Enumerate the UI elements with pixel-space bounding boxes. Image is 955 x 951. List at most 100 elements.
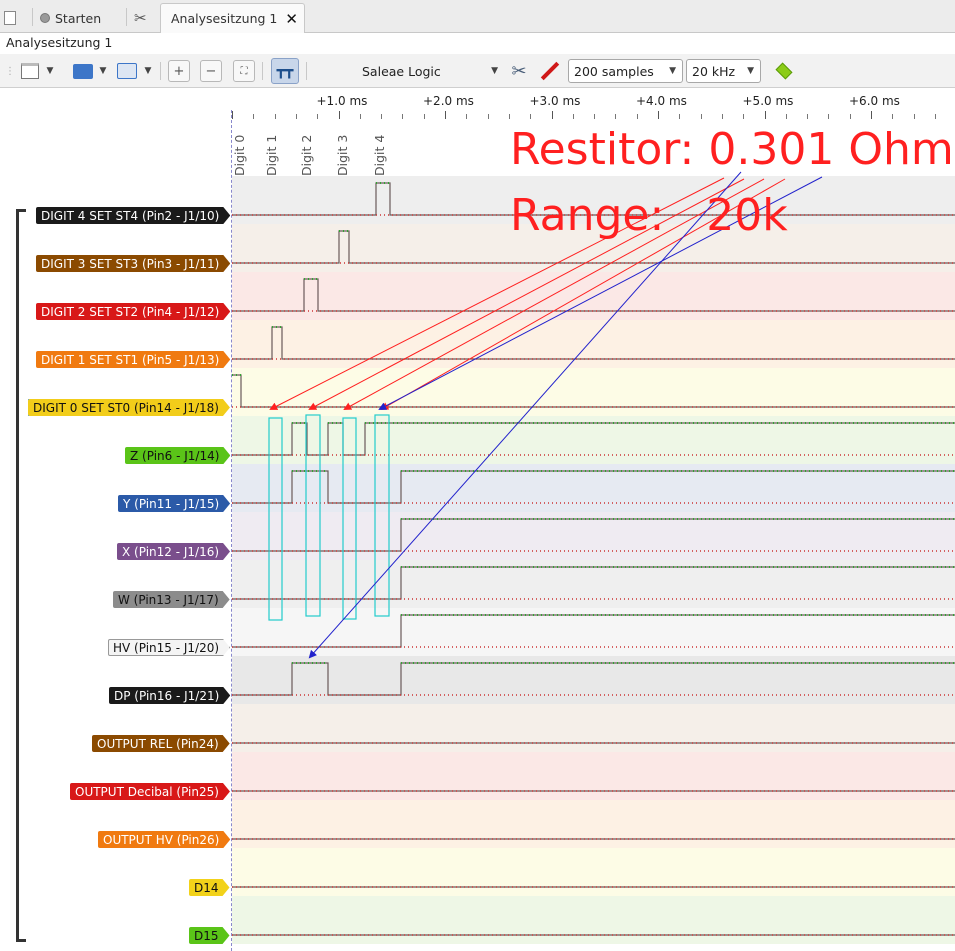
- marker-label[interactable]: Digit 2: [299, 124, 316, 176]
- ruler-tick: [828, 114, 830, 119]
- marker-label-text: Digit 2: [299, 134, 314, 176]
- wrench-screwdriver-icon: ✂: [511, 60, 527, 82]
- annotation-resistor: Restitor: 0.301 Ohm: [510, 124, 954, 175]
- marker-label[interactable]: Digit 1: [264, 124, 281, 176]
- channel-label[interactable]: W (Pin13 - J1/17): [113, 591, 230, 608]
- ruler-tick: [295, 114, 297, 119]
- channel-row[interactable]: [232, 656, 955, 704]
- ruler-tick: [423, 114, 425, 119]
- divider: [32, 8, 33, 26]
- tab-start-label: Starten: [55, 10, 102, 26]
- time-ruler[interactable]: +1.0 ms+2.0 ms+3.0 ms+4.0 ms+5.0 ms+6.0 …: [0, 89, 955, 119]
- chevron-down-icon: ▼: [491, 66, 498, 76]
- tab-bar: Starten ✂ Analysesitzung 1 ✕: [0, 0, 955, 33]
- channel-area: DIGIT 4 SET ST4 (Pin2 - J1/10) DIGIT 3 SE…: [0, 176, 955, 951]
- channel-row[interactable]: [232, 608, 955, 656]
- zoom-fit-icon: ⛶: [233, 60, 255, 82]
- channel-label[interactable]: DIGIT 3 SET ST3 (Pin3 - J1/11): [36, 255, 230, 272]
- channel-label[interactable]: OUTPUT REL (Pin24): [92, 735, 230, 752]
- channel-label[interactable]: Y (Pin11 - J1/15): [118, 495, 230, 512]
- open-folder-dropdown[interactable]: ▼: [99, 66, 107, 76]
- annotation-range: Range: 20k: [510, 190, 788, 241]
- ruler-tick: [338, 111, 340, 119]
- samples-select[interactable]: 200 samples ▼: [568, 59, 683, 83]
- trigger-mode-button[interactable]: ┳┳: [270, 58, 300, 84]
- marker-label[interactable]: Digit 4: [372, 124, 389, 176]
- tab-analysis-label: Analysesitzung 1: [171, 11, 278, 26]
- tab-start[interactable]: Starten: [40, 3, 101, 33]
- ruler-tick: [849, 114, 851, 119]
- divider: [160, 62, 161, 80]
- channel-label[interactable]: DIGIT 0 SET ST0 (Pin14 - J1/18): [28, 399, 230, 416]
- channel-label[interactable]: DIGIT 1 SET ST1 (Pin5 - J1/13): [36, 351, 230, 368]
- channel-label[interactable]: D15: [189, 927, 230, 944]
- ruler-tick: [615, 114, 617, 119]
- ruler-label: +2.0 ms: [423, 94, 474, 108]
- channel-label[interactable]: DIGIT 4 SET ST4 (Pin2 - J1/10): [36, 207, 230, 224]
- channel-label[interactable]: OUTPUT Decibal (Pin25): [70, 783, 230, 800]
- start-capture-button[interactable]: [770, 58, 798, 84]
- channel-label[interactable]: DIGIT 2 SET ST2 (Pin4 - J1/12): [36, 303, 230, 320]
- ruler-tick: [274, 114, 276, 119]
- device-settings-button[interactable]: ✂: [506, 58, 532, 84]
- new-file-button[interactable]: [18, 58, 42, 84]
- ruler-label: +5.0 ms: [742, 94, 794, 108]
- channel-row[interactable]: [232, 272, 955, 320]
- channel-group-bracket: [16, 209, 26, 942]
- ruler-tick: [466, 114, 468, 119]
- ruler-tick: [508, 114, 510, 119]
- close-icon[interactable]: ✕: [285, 9, 298, 28]
- channel-row[interactable]: [232, 512, 955, 560]
- zoom-out-button[interactable]: −: [200, 58, 222, 84]
- channel-row[interactable]: [232, 416, 955, 464]
- channel-row[interactable]: [232, 896, 955, 944]
- channel-row[interactable]: [232, 464, 955, 512]
- ruler-tick: [487, 114, 489, 119]
- marker-label-text: Digit 3: [335, 134, 350, 176]
- probe-button[interactable]: [538, 58, 562, 84]
- marker-label-text: Digit 0: [232, 134, 247, 176]
- new-tab-button[interactable]: [4, 3, 26, 33]
- channel-label[interactable]: D14: [189, 879, 230, 896]
- chevron-down-icon: ▼: [669, 66, 676, 76]
- save-export-button[interactable]: [114, 58, 140, 84]
- device-select-label: Saleae Logic: [362, 63, 441, 79]
- new-file-dropdown[interactable]: ▼: [46, 66, 54, 76]
- channel-label[interactable]: X (Pin12 - J1/16): [117, 543, 230, 560]
- ruler-tick: [381, 114, 383, 119]
- open-folder-button[interactable]: [70, 58, 96, 84]
- device-select[interactable]: Saleae Logic ▼: [310, 61, 502, 81]
- zoom-out-icon: −: [200, 60, 222, 82]
- marker-label-text: Digit 4: [372, 134, 387, 176]
- ruler-tick: [721, 114, 723, 119]
- toolbar-grip: ⋮: [5, 65, 15, 77]
- tab-analysis-session[interactable]: Analysesitzung 1 ✕: [160, 3, 305, 33]
- start-icon: [40, 13, 50, 23]
- session-title: Analysesitzung 1: [6, 35, 113, 50]
- sample-rate-select[interactable]: 20 kHz ▼: [686, 59, 761, 83]
- channel-row[interactable]: [232, 320, 955, 368]
- zoom-in-button[interactable]: +: [168, 58, 190, 84]
- channel-row[interactable]: [232, 752, 955, 800]
- channel-row[interactable]: [232, 704, 955, 752]
- channel-row[interactable]: [232, 560, 955, 608]
- save-export-dropdown[interactable]: ▼: [144, 66, 152, 76]
- ruler-tick: [785, 114, 787, 119]
- marker-label[interactable]: Digit 0: [232, 124, 249, 176]
- zoom-fit-button[interactable]: ⛶: [233, 58, 255, 84]
- marker-label[interactable]: Digit 3: [335, 124, 352, 176]
- divider: [306, 62, 307, 80]
- ruler-tick: [871, 111, 872, 119]
- marker-label-text: Digit 1: [264, 134, 279, 176]
- ruler-tick: [359, 114, 361, 119]
- channel-label[interactable]: HV (Pin15 - J1/20): [108, 639, 230, 656]
- ruler-tick: [934, 114, 936, 119]
- channel-label[interactable]: DP (Pin16 - J1/21): [109, 687, 230, 704]
- channel-label[interactable]: OUTPUT HV (Pin26): [98, 831, 230, 848]
- tab-tools[interactable]: ✂: [134, 3, 156, 33]
- channel-row[interactable]: [232, 368, 955, 416]
- channel-label[interactable]: Z (Pin6 - J1/14): [125, 447, 230, 464]
- channel-row[interactable]: [232, 848, 955, 896]
- ruler-label: +1.0 ms: [316, 94, 368, 108]
- channel-row[interactable]: [232, 800, 955, 848]
